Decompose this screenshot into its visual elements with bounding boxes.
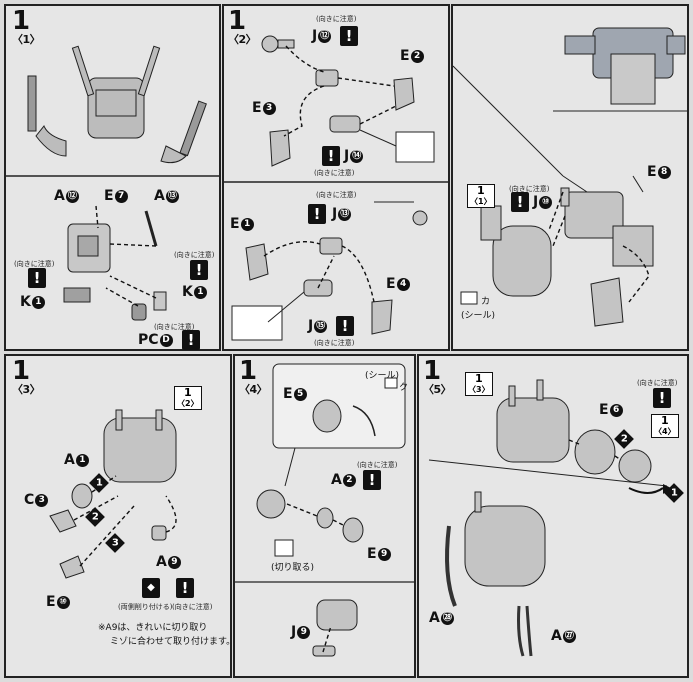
note-direction: (向きに注意) <box>174 251 215 259</box>
step-substep: 〈5〉 <box>423 383 452 396</box>
panel-step-1-2: 1 〈2〉 <box>222 4 450 351</box>
sticker-label: (シール) <box>461 311 496 321</box>
note-direction: (向きに注意) <box>357 461 398 469</box>
ref-step-substep: 〈4〉 <box>654 427 676 436</box>
cut-label: (切り取る) <box>271 563 315 573</box>
warning-icon: ! <box>182 330 200 350</box>
ref-step-number: 1 <box>474 372 483 385</box>
ref-step-number: 1 <box>660 414 669 427</box>
step-number: 1 <box>423 356 442 386</box>
note-direction: (向きに注意) <box>154 323 195 331</box>
step-marker: 1 〈5〉 <box>423 356 452 396</box>
step-number: 1 <box>239 356 258 386</box>
sticker-code: ク <box>399 383 409 393</box>
warning-icon: ! <box>336 316 354 336</box>
warning-icon: ! <box>28 268 46 288</box>
panel-step-1-5: 1 〈5〉 1 〈3〉 (向きに注意) ! 1 〈4〉 <box>417 354 689 678</box>
warning-icon: ! <box>322 146 340 166</box>
note-direction: (向きに注意) <box>316 191 357 199</box>
warning-icon: ! <box>340 26 358 46</box>
step-marker: 1 〈1〉 <box>12 6 41 46</box>
sticker-label: (シール) <box>365 371 400 381</box>
panel1-drawing <box>6 45 219 321</box>
panel-step-1-3: 1 〈3〉 1 〈2〉 1 2 3 <box>4 354 236 678</box>
note-direction: (向きに注意) <box>172 603 213 611</box>
step-marker: 1 〈4〉 <box>239 356 268 396</box>
panel2-drawing <box>224 35 448 341</box>
ref-step-box: 1 〈3〉 <box>465 372 493 396</box>
warning-icon: ! <box>176 578 194 598</box>
step-number: 1 <box>12 6 31 36</box>
ref-step-substep: 〈2〉 <box>177 399 199 408</box>
panel5-drawing <box>428 379 671 657</box>
ref-step-number: 1 <box>183 386 192 399</box>
step-substep: 〈4〉 <box>239 383 268 396</box>
panel-step-1-1: 1 〈1〉 <box>4 4 221 351</box>
step-marker: 1 〈2〉 <box>228 6 257 46</box>
sticker-code: カ <box>481 297 491 307</box>
panel3-drawing <box>49 409 177 579</box>
step-number: 1 <box>228 6 247 36</box>
note-direction: (向きに注意) <box>637 379 678 387</box>
note-direction: (向きに注意) <box>314 169 355 177</box>
note-direction: (向きに注意) <box>316 15 357 23</box>
panel-right-drawing <box>453 27 687 327</box>
ref-step-box: 1 〈2〉 <box>174 386 202 410</box>
warning-icon: ! <box>190 260 208 280</box>
ref-step-substep: 〈3〉 <box>468 385 490 394</box>
warning-icon: ! <box>308 204 326 224</box>
note-direction: (向きに注意) <box>509 185 550 193</box>
ref-step-number: 1 <box>476 184 485 197</box>
step-substep: 〈1〉 <box>12 33 41 46</box>
note-cut-both-sides: (両側削り付ける) <box>118 603 173 611</box>
ref-step-substep: 〈1〉 <box>470 197 492 206</box>
step-marker: 1 〈3〉 <box>12 356 41 396</box>
ref-step-box: 1 〈1〉 <box>467 184 495 208</box>
warning-icon: ! <box>511 192 529 212</box>
panel-step-1-4: 1 〈4〉 (シール) ク <box>233 354 416 678</box>
note-direction: (向きに注意) <box>314 339 355 347</box>
footnote-line-1: ※A9は、きれいに切り取り <box>98 623 208 633</box>
warning-icon: ! <box>363 470 381 490</box>
panel4-drawing <box>235 363 414 657</box>
step-substep: 〈3〉 <box>12 383 41 396</box>
step-substep: 〈2〉 <box>228 33 257 46</box>
cut-both-sides-icon: ◆ <box>142 578 160 598</box>
ref-step-box: 1 〈4〉 <box>651 414 679 438</box>
warning-icon: ! <box>653 388 671 408</box>
step-number: 1 <box>12 356 31 386</box>
note-direction: (向きに注意) <box>14 260 55 268</box>
footnote-line-2: ミゾに合わせて取り付けます。 <box>110 637 236 647</box>
